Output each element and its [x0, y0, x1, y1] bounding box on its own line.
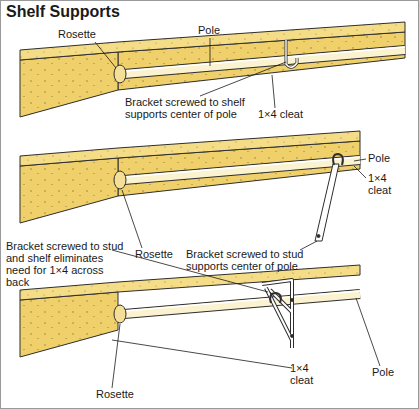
part-label: Bracket screwed to stud supports center … — [186, 248, 336, 272]
part-label: Pole — [368, 152, 390, 164]
part-label: Pole — [198, 24, 220, 36]
leader-line — [356, 298, 380, 366]
part-label: Bracket screwed to stud and shelf elimin… — [6, 240, 126, 288]
diagram-title: Shelf Supports — [6, 3, 120, 21]
bracket — [286, 40, 297, 67]
rosette — [114, 305, 126, 323]
screw — [317, 235, 320, 238]
rosette — [114, 171, 126, 189]
bracket — [262, 280, 292, 348]
pole-outline — [124, 294, 360, 314]
part-label: 1×4 cleat — [368, 172, 400, 196]
part-label: Rosette — [135, 248, 173, 260]
panel-three — [20, 265, 360, 357]
screw — [291, 335, 294, 338]
bracket-hook — [270, 293, 281, 303]
part-label: Rosette — [58, 28, 96, 40]
side-cleat — [20, 158, 118, 223]
part-label: 1×4 cleat — [258, 108, 303, 120]
side-cleat — [20, 292, 118, 357]
part-label: Rosette — [96, 388, 134, 400]
panel-two — [20, 131, 360, 241]
leader-line — [95, 42, 116, 68]
leader-lines — [95, 38, 380, 388]
pole-outline — [124, 160, 360, 180]
bracket-outline — [286, 40, 297, 67]
pole-highlight — [126, 291, 360, 311]
leader-line — [354, 166, 366, 178]
screw — [291, 299, 294, 302]
bracket — [315, 164, 339, 241]
pole-highlight — [126, 157, 360, 177]
side-cleat — [20, 52, 118, 117]
leader-line — [272, 75, 275, 108]
part-label: 1×4 cleat — [290, 362, 322, 386]
leader-line — [122, 190, 142, 248]
pole-highlight — [126, 47, 405, 71]
pole — [124, 160, 360, 180]
pole — [124, 294, 360, 314]
part-label: Bracket screwed to shelf supports center… — [125, 96, 255, 120]
leader-line — [354, 159, 366, 161]
bracket-outline — [262, 280, 292, 348]
bracket-hook — [333, 154, 343, 165]
part-label: Pole — [372, 366, 394, 378]
leader-line — [210, 38, 211, 66]
leader-line — [112, 324, 120, 388]
leader-line — [112, 340, 292, 368]
